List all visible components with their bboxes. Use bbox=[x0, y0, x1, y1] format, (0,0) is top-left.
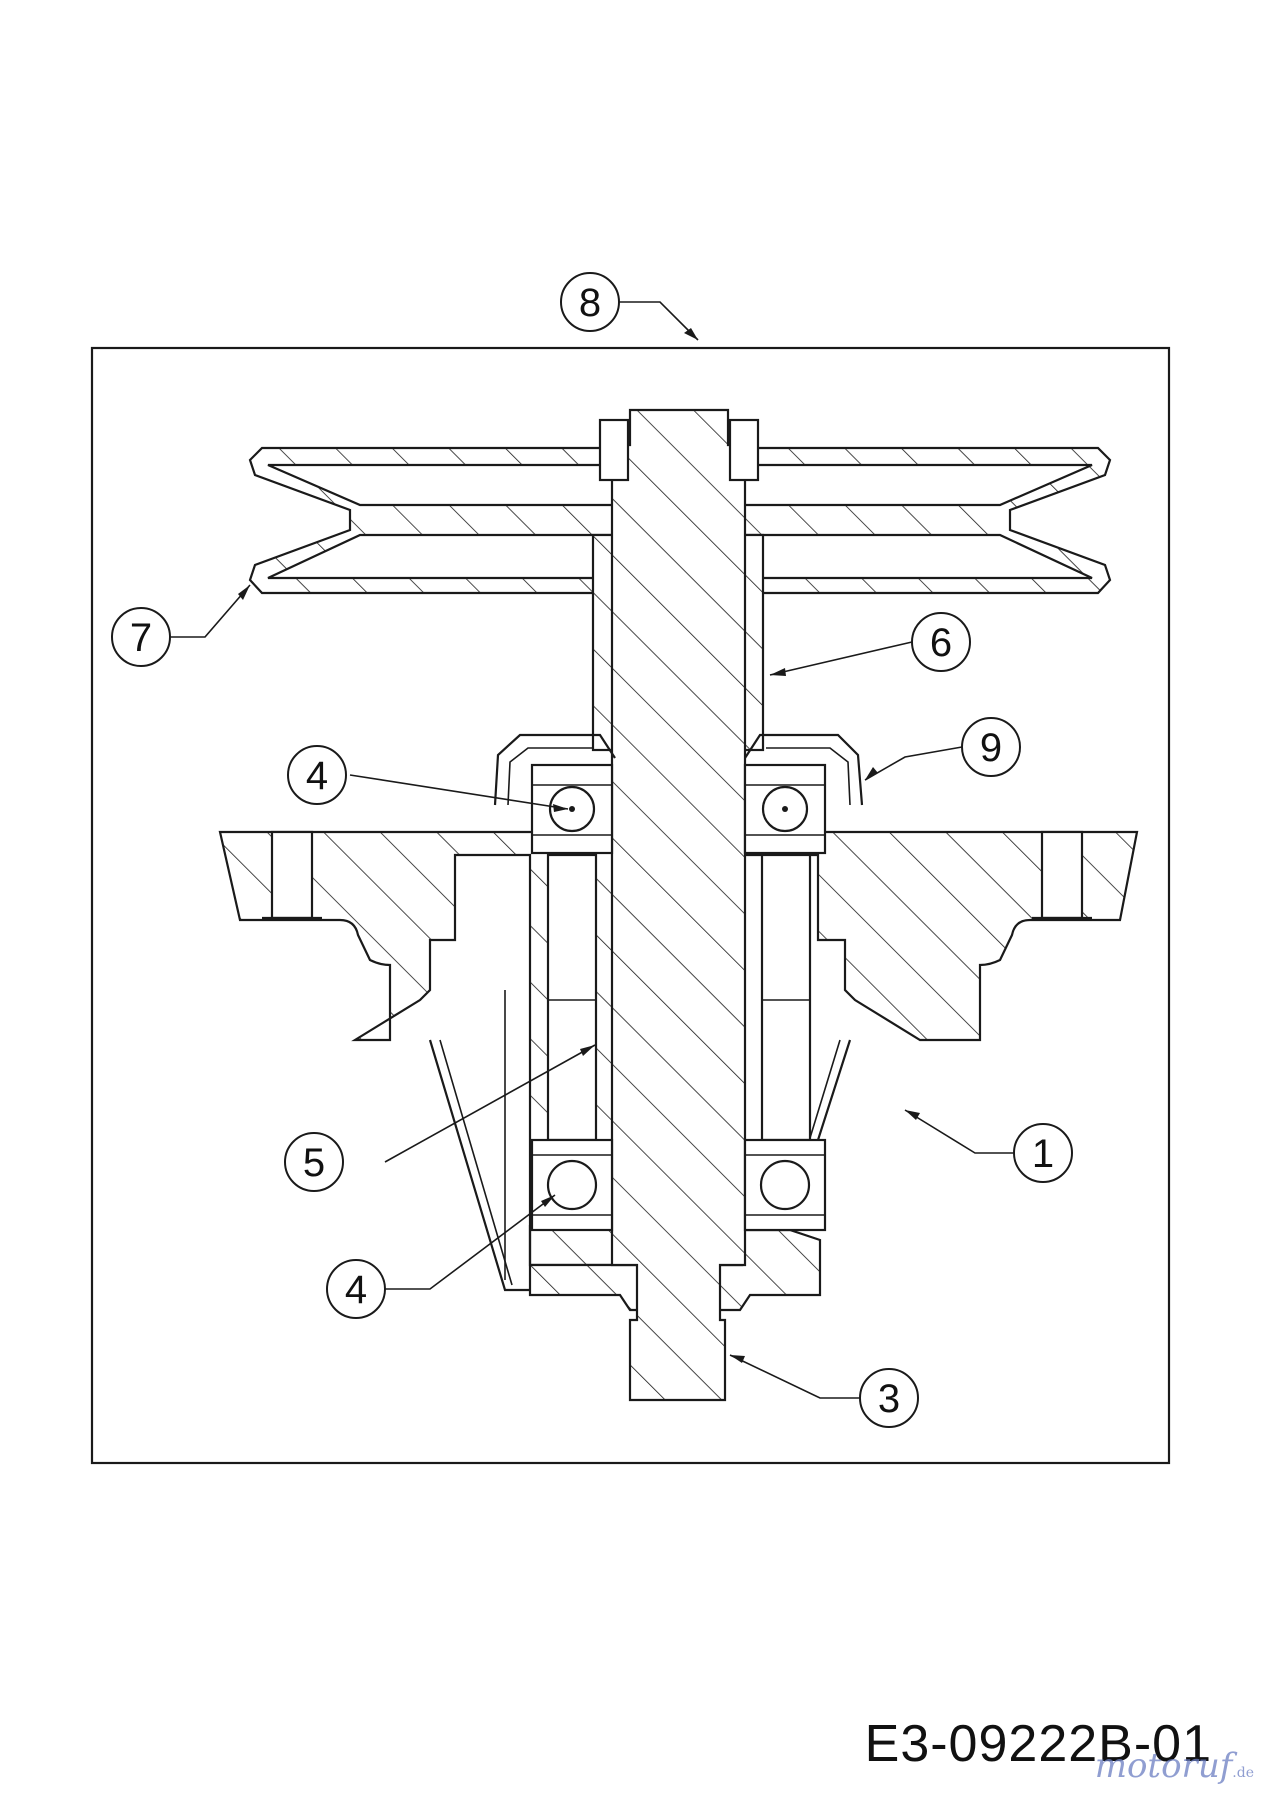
bearing-cap bbox=[493, 733, 864, 806]
callout-4-lower: 4 bbox=[326, 1259, 386, 1319]
callout-8: 8 bbox=[560, 272, 620, 332]
callout-7: 7 bbox=[111, 607, 171, 667]
bolt-left bbox=[270, 830, 314, 920]
spacer-tube-right bbox=[760, 853, 812, 1142]
callout-6-label: 6 bbox=[930, 621, 952, 665]
drawing-code: E3-09222B-01 bbox=[864, 1715, 1212, 1773]
bolt-right bbox=[1040, 830, 1084, 920]
callout-3: 3 bbox=[859, 1368, 919, 1428]
leader-arrowheads bbox=[238, 328, 920, 1363]
spacer-tube-left bbox=[546, 853, 598, 1142]
callout-7-label: 7 bbox=[130, 616, 152, 660]
watermark-logo: motoruf.de bbox=[1094, 1746, 1254, 1786]
spindle-shaft bbox=[610, 408, 747, 1402]
callout-4-upper: 4 bbox=[287, 745, 347, 805]
diagram-frame bbox=[90, 346, 1171, 1465]
callout-9: 9 bbox=[961, 717, 1021, 777]
leader-lines bbox=[170, 301, 1013, 1399]
callout-9-label: 9 bbox=[980, 726, 1002, 770]
callout-1: 1 bbox=[1013, 1123, 1073, 1183]
callout-5: 5 bbox=[284, 1132, 344, 1192]
callout-4-lower-label: 4 bbox=[345, 1268, 367, 1312]
callout-5-label: 5 bbox=[303, 1141, 325, 1185]
callout-4-upper-label: 4 bbox=[306, 754, 328, 798]
bearing-upper-left bbox=[530, 763, 614, 855]
callout-1-label: 1 bbox=[1032, 1132, 1054, 1176]
callout-3-label: 3 bbox=[878, 1377, 900, 1421]
callout-6: 6 bbox=[911, 612, 971, 672]
callout-8-label: 8 bbox=[579, 281, 601, 325]
